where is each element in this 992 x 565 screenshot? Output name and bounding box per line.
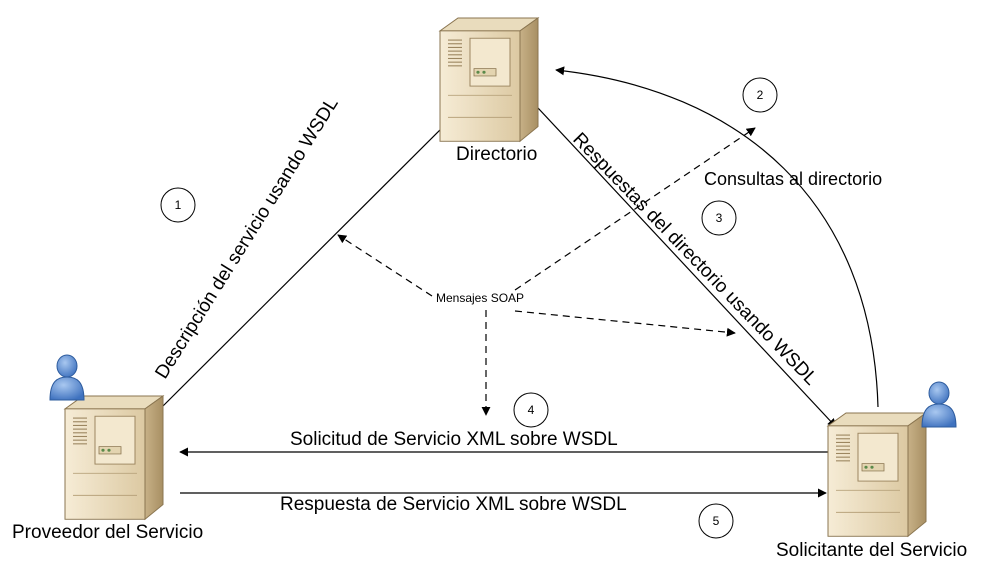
svg-text:4: 4 <box>528 403 535 417</box>
requester-label: Solicitante del Servicio <box>776 540 967 561</box>
soap-edge-to-queries <box>514 127 756 291</box>
step-3-badge: 3 <box>701 200 737 236</box>
step-2-badge: 2 <box>742 77 778 113</box>
publish-edge <box>160 111 459 409</box>
svg-text:3: 3 <box>716 211 723 225</box>
directory-server-icon <box>439 17 539 142</box>
response-edge-label: Respuesta de Servicio XML sobre WSDL <box>280 494 627 515</box>
soap-label: Mensajes SOAP <box>436 291 524 305</box>
soap-edge-to-publish <box>337 234 433 297</box>
svg-text:2: 2 <box>757 88 764 102</box>
queries-edge-label: Consultas al directorio <box>704 169 882 189</box>
step-5-badge: 5 <box>698 503 734 539</box>
provider-label: Proveedor del Servicio <box>12 522 203 543</box>
requester-server-icon <box>827 412 927 537</box>
request-edge-label: Solicitud de Servicio XML sobre WSDL <box>290 429 618 450</box>
publish-edge-label: Descripción del servicio usando WSDL <box>151 94 342 383</box>
provider-user-icon <box>49 354 85 401</box>
queries-edge <box>555 66 879 408</box>
svg-text:1: 1 <box>175 198 182 212</box>
directory-label: Directorio <box>456 144 537 165</box>
soap-edge-to-responses <box>514 310 736 337</box>
responses-edge <box>509 77 837 428</box>
requester-user-icon <box>921 381 957 428</box>
svg-text:5: 5 <box>713 514 720 528</box>
provider-server-icon <box>64 395 164 520</box>
step-4-badge: 4 <box>513 392 549 428</box>
step-1-badge: 1 <box>160 187 196 223</box>
